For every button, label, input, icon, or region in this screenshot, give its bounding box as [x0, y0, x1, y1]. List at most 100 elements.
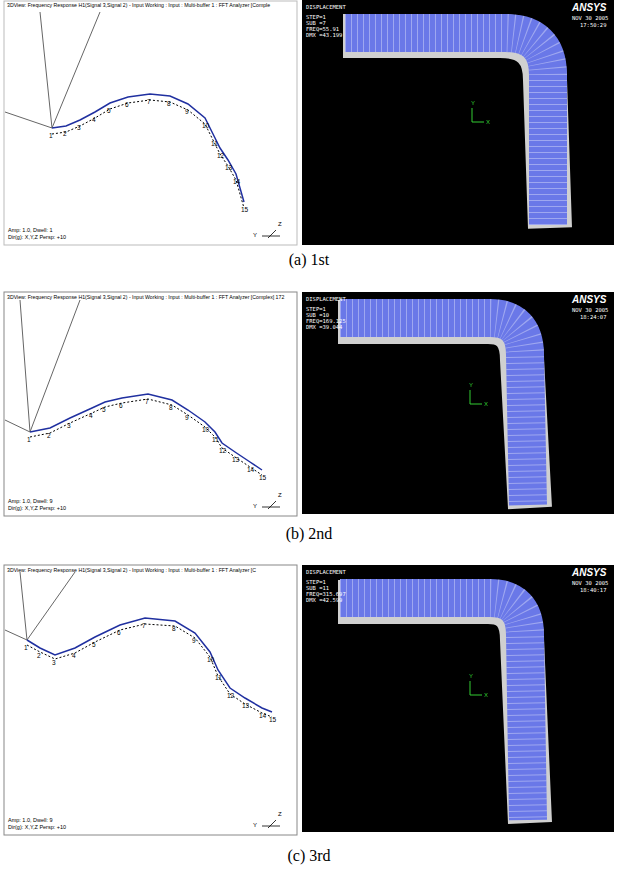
fem-mode-plot — [302, 0, 614, 245]
result-time: 18:40:17 — [580, 588, 607, 594]
result-info: DMX =43.199 — [306, 33, 342, 39]
plot-info: Amp: 1.0, Dwell: 9 — [8, 499, 53, 505]
callout-number: 1 — [24, 645, 28, 652]
subfigure-caption: (c) 3rd — [287, 848, 330, 864]
result-date: NOV 30 2005 — [572, 16, 608, 22]
callout-number: 12 — [227, 693, 234, 700]
fem-mode-plot — [302, 565, 614, 832]
result-info: FREQ=169.125 — [306, 319, 346, 325]
axis-label: X — [484, 401, 488, 407]
experimental-mode-plot — [4, 292, 297, 516]
subfigure-caption: (b) 2nd — [286, 526, 333, 542]
callout-number: 15 — [259, 475, 266, 482]
callout-number: 6 — [119, 403, 123, 410]
callout-number: 12 — [217, 153, 224, 160]
plot-title: 3DView: Frequency Response H1(Signal 3,S… — [7, 3, 270, 8]
callout-number: 14 — [247, 467, 254, 474]
result-time: 17:50:29 — [580, 23, 607, 29]
result-info: SUB =11 — [306, 586, 329, 592]
callout-number: 10 — [202, 123, 209, 130]
result-header: DISPLACEMENT — [306, 5, 346, 11]
callout-number: 9 — [185, 415, 189, 422]
callout-number: 15 — [241, 207, 248, 214]
callout-number: 8 — [172, 626, 176, 633]
callout-number: 9 — [192, 638, 196, 645]
callout-number: 1 — [27, 437, 31, 444]
callout-number: 15 — [269, 717, 276, 724]
axis-label: X — [484, 692, 488, 698]
plot-info: Dir(g): X,Y,Z Persp: +10 — [8, 825, 66, 831]
result-info: SUB =10 — [306, 313, 329, 319]
plot-info: Amp: 1.0, Dwell: 9 — [8, 818, 53, 824]
callout-number: 5 — [102, 407, 106, 414]
callout-number: 6 — [117, 630, 121, 637]
callout-number: 11 — [215, 675, 222, 682]
callout-number: 3 — [67, 423, 71, 430]
axis-label: Y — [253, 503, 257, 509]
result-info: FREQ=315.697 — [306, 592, 346, 598]
software-logo: ANSYS — [572, 3, 606, 13]
callout-number: 1 — [49, 133, 53, 140]
experimental-mode-plot — [4, 565, 297, 835]
callout-number: 11 — [212, 437, 219, 444]
result-info: FREQ=55.91 — [306, 27, 339, 33]
axis-label: Y — [253, 232, 257, 238]
callout-number: 3 — [52, 660, 56, 667]
callout-number: 2 — [37, 653, 41, 660]
callout-number: 8 — [167, 101, 171, 108]
callout-number: 3 — [77, 125, 81, 132]
result-time: 18:24:07 — [580, 315, 607, 321]
callout-number: 2 — [63, 131, 67, 138]
result-header: DISPLACEMENT — [306, 570, 346, 576]
plot-info: Dir(g): X,Y,Z Persp: +10 — [8, 235, 66, 241]
callout-number: 8 — [169, 405, 173, 412]
result-info: STEP=1 — [306, 307, 326, 313]
callout-number: 7 — [142, 623, 146, 630]
callout-number: 13 — [225, 165, 232, 172]
result-date: NOV 30 2005 — [572, 308, 608, 314]
callout-number: 10 — [207, 657, 214, 664]
axis-label: Z — [278, 492, 282, 498]
plot-title: 3DView: Frequency Response H1(Signal 3,S… — [7, 568, 256, 573]
callout-number: 6 — [125, 102, 129, 109]
result-date: NOV 30 2005 — [572, 581, 608, 587]
callout-number: 13 — [232, 457, 239, 464]
callout-number: 2 — [47, 433, 51, 440]
result-info: DMX =42.599 — [306, 598, 342, 604]
callout-number: 11 — [211, 141, 218, 148]
callout-number: 10 — [202, 427, 209, 434]
plot-info: Dir(g): X,Y,Z Persp: +10 — [8, 506, 66, 512]
callout-number: 14 — [259, 713, 266, 720]
callout-number: 5 — [92, 642, 96, 649]
axis-label: Z — [278, 811, 282, 817]
callout-number: 4 — [89, 413, 93, 420]
callout-number: 9 — [185, 109, 189, 116]
callout-number: 4 — [92, 117, 96, 124]
callout-number: 14 — [233, 179, 240, 186]
result-info: STEP=1 — [306, 15, 326, 21]
result-info: DMX =39.044 — [306, 325, 342, 331]
axis-label: Z — [278, 221, 282, 227]
software-logo: ANSYS — [572, 295, 606, 305]
result-info: STEP=1 — [306, 580, 326, 586]
callout-number: 5 — [107, 108, 111, 115]
plot-title: 3DView: Frequency Response H1(Signal 3,S… — [7, 295, 284, 300]
fem-mode-plot — [302, 292, 614, 514]
callout-number: 13 — [242, 703, 249, 710]
result-header: DISPLACEMENT — [306, 297, 346, 303]
callout-number: 12 — [219, 448, 226, 455]
callout-number: 7 — [145, 399, 149, 406]
callout-number: 4 — [72, 653, 76, 660]
axis-label: Y — [253, 822, 257, 828]
plot-info: Amp: 1.0, Dwell: 1 — [8, 228, 53, 234]
result-info: SUB =7 — [306, 21, 326, 27]
software-logo: ANSYS — [572, 568, 606, 578]
subfigure-caption: (a) 1st — [289, 252, 329, 268]
axis-label: X — [486, 119, 490, 125]
axis-label: Y — [469, 673, 473, 679]
experimental-mode-plot — [4, 1, 297, 245]
axis-label: Y — [469, 382, 473, 388]
axis-label: Y — [471, 100, 475, 106]
